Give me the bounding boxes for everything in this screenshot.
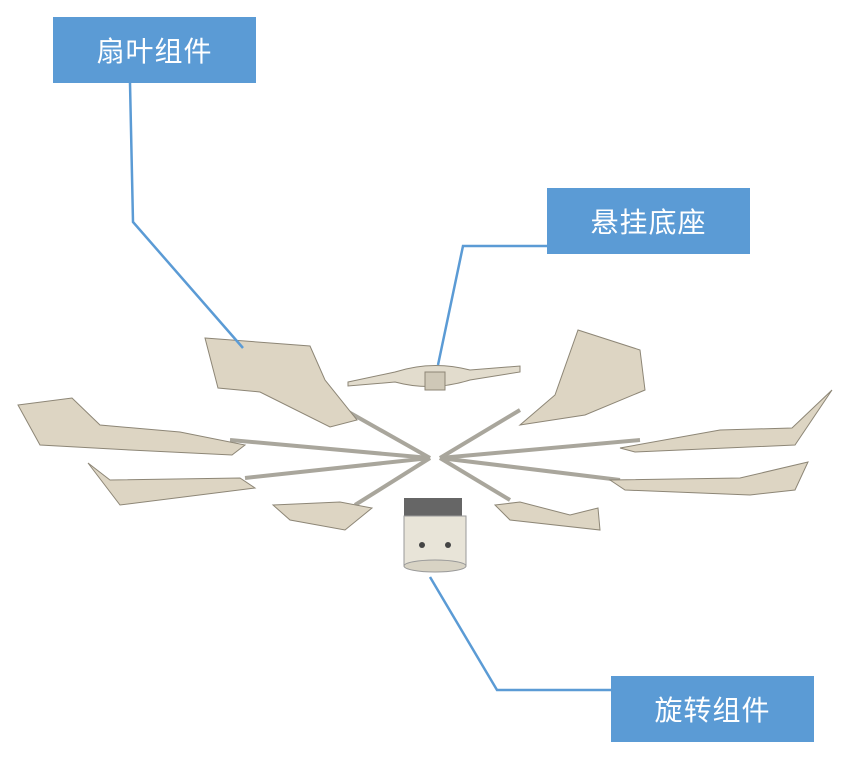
fan-blades [17, 329, 833, 531]
leader-lines [128, 82, 611, 692]
blade [619, 389, 833, 453]
blade [518, 329, 646, 426]
fan-rods [229, 408, 641, 507]
blade [17, 397, 247, 456]
blade [608, 461, 809, 496]
label-fan-blades: 扇叶组件 [53, 17, 256, 83]
hanging-base-plate [347, 364, 521, 391]
blade [204, 337, 358, 428]
leader-fan-blades [128, 82, 244, 349]
leader-hanging-base [436, 244, 547, 366]
rotating-hub [403, 498, 467, 573]
leader-rotating-assembly [428, 576, 611, 692]
blade [87, 462, 257, 506]
blade [271, 501, 374, 531]
label-hanging-base: 悬挂底座 [547, 188, 750, 254]
label-rotating-assembly: 旋转组件 [611, 676, 814, 742]
blade [493, 501, 601, 531]
